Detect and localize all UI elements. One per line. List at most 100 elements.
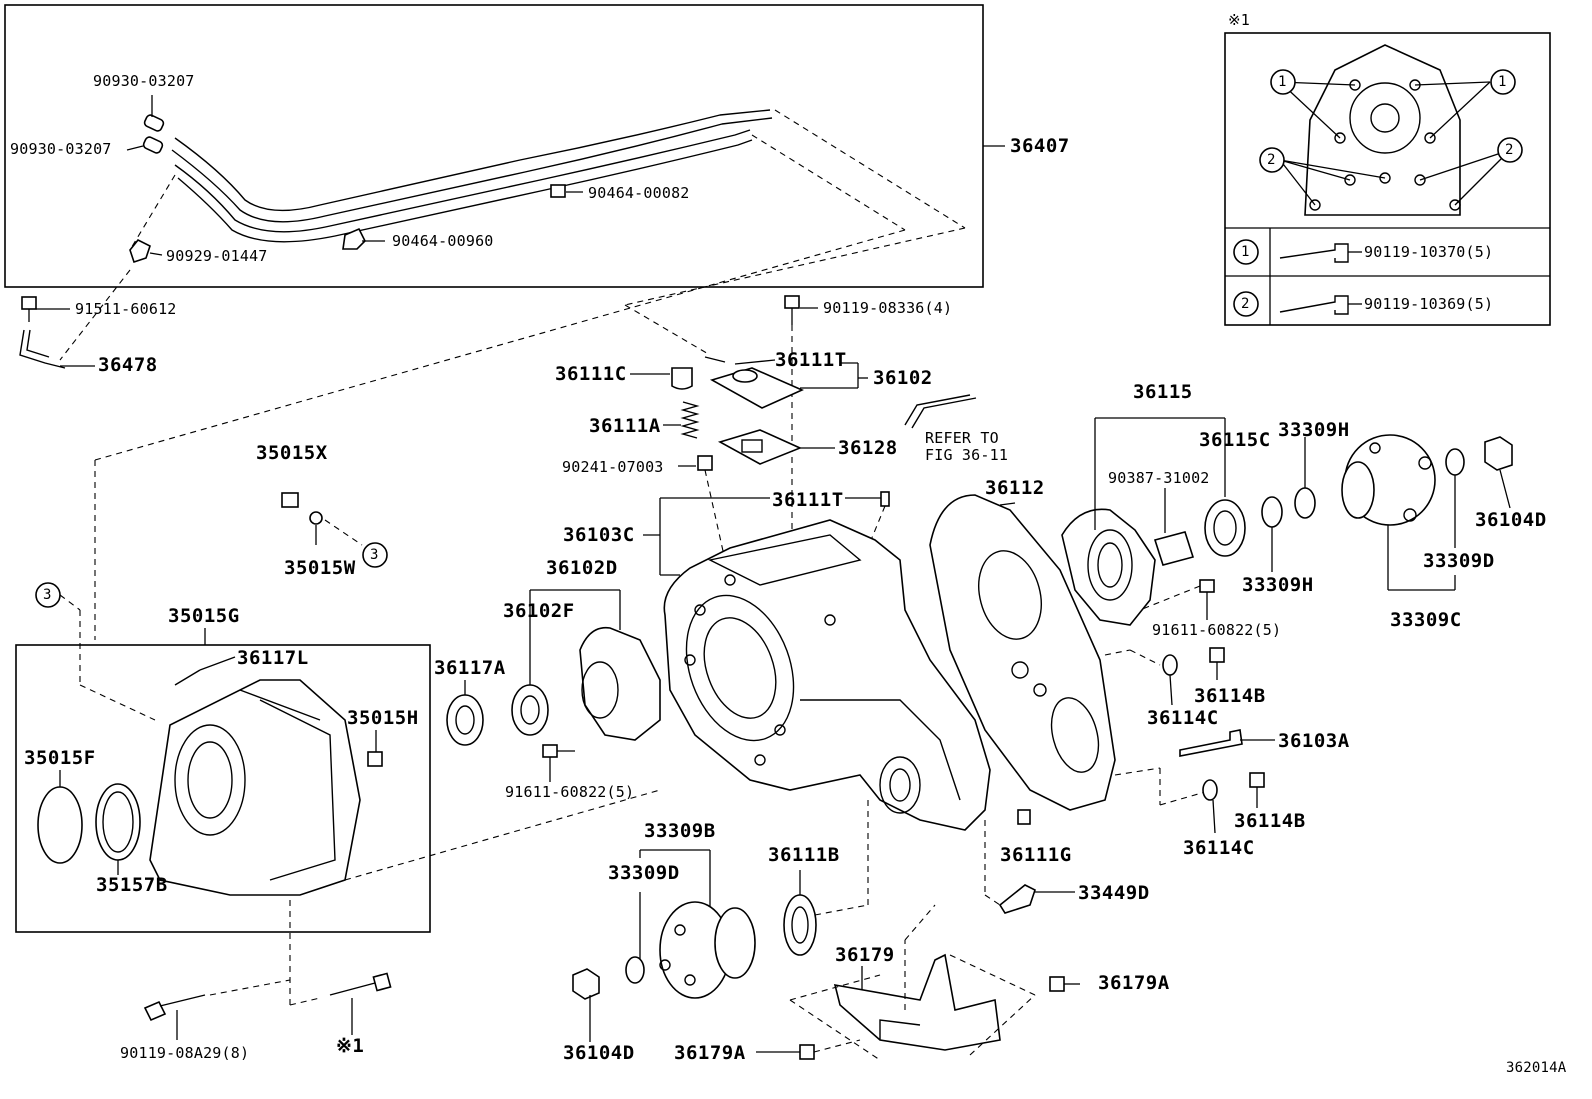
callout-circle	[1233, 239, 1259, 265]
part-label: 36112	[985, 477, 1045, 499]
part-label: 91511-60612	[75, 300, 177, 318]
seal	[1294, 487, 1316, 519]
part-label: 36117A	[434, 657, 506, 679]
part-label: 36114B	[1194, 685, 1266, 707]
bolt	[1199, 579, 1215, 593]
gasket	[717, 429, 803, 465]
part-label: 36111C	[555, 363, 627, 385]
transfer-case	[663, 519, 991, 831]
washer	[1202, 779, 1218, 801]
bolt	[799, 1044, 815, 1060]
inset-housing	[1304, 44, 1461, 216]
callout-circle	[1497, 137, 1523, 163]
seal	[1261, 496, 1283, 528]
gasket	[309, 511, 323, 525]
washer	[1162, 654, 1178, 676]
part-label: 90241-07003	[562, 458, 664, 476]
callout-circle	[1233, 291, 1259, 317]
callout-circle	[35, 582, 61, 608]
oil-seal	[511, 684, 549, 736]
part-label: 36102F	[503, 600, 575, 622]
part-label: 36179	[835, 944, 895, 966]
part-label: 35015X	[256, 442, 328, 464]
snap-ring	[37, 786, 83, 864]
dowel-pin	[1017, 809, 1031, 825]
part-label: 36111G	[1000, 844, 1072, 866]
inset-part: 90119-10370(5)	[1364, 243, 1494, 261]
hose-fitting	[142, 114, 165, 154]
part-label: 33309H	[1278, 419, 1350, 441]
inset-row-num: 2	[1241, 296, 1250, 312]
adapter-group-frame	[15, 644, 431, 933]
callout-circle	[1490, 69, 1516, 95]
inset-title: ※1	[1228, 11, 1250, 29]
inset-part: 90119-10369(5)	[1364, 295, 1494, 313]
adapter-housing	[149, 679, 361, 896]
clamp	[342, 227, 366, 250]
part-label: 35015W	[284, 557, 356, 579]
part-label: 33309D	[608, 862, 680, 884]
part-label: 36102D	[546, 557, 618, 579]
bracket-33449D	[998, 884, 1036, 914]
bolt	[784, 295, 800, 309]
oil-seal	[783, 894, 817, 956]
part-label: 90930-03207	[93, 72, 195, 90]
part-label: 36478	[98, 354, 158, 376]
pin-36117L	[174, 669, 201, 686]
clip	[129, 238, 151, 264]
sleeve	[1153, 531, 1195, 566]
bolt	[1049, 976, 1065, 992]
drain-plug	[697, 455, 713, 471]
clamp	[550, 184, 566, 198]
part-label: 33309C	[1390, 609, 1462, 631]
part-label: 36102	[873, 367, 933, 389]
part-label: 36117L	[237, 647, 309, 669]
inset-bolt-1	[1279, 243, 1349, 263]
plug	[671, 367, 693, 390]
breather-pipe	[904, 394, 971, 426]
bracket-36478	[19, 296, 66, 369]
spring	[680, 401, 700, 439]
part-label: 90119-08A29(8)	[120, 1044, 250, 1062]
nut	[572, 968, 600, 1000]
nut	[1249, 772, 1265, 788]
stud-bolt	[1179, 729, 1243, 757]
part-label: 36111A	[589, 415, 661, 437]
callout-number: 2	[1505, 142, 1514, 158]
part-label: 90930-03207	[10, 140, 112, 158]
bearing	[1204, 499, 1246, 557]
callout-number: 1	[1498, 74, 1507, 90]
part-label: 33309B	[644, 820, 716, 842]
extension-housing	[1061, 508, 1156, 626]
callout-circle	[362, 542, 388, 568]
bolt	[542, 744, 558, 758]
inset-frame	[1224, 32, 1551, 326]
part-label: 90119-08336(4)	[823, 299, 953, 317]
front-bearing-retainer	[579, 626, 661, 741]
part-label: 90464-00960	[392, 232, 494, 250]
callout-circle	[1270, 69, 1296, 95]
part-label: 35015F	[24, 747, 96, 769]
inset-row-num: 1	[1241, 244, 1250, 260]
companion-flange	[1341, 434, 1436, 526]
bolt-star1	[329, 982, 376, 996]
part-label: 33449D	[1078, 882, 1150, 904]
washer	[1445, 448, 1465, 476]
case-plate	[929, 494, 1116, 811]
bearing	[446, 694, 484, 746]
part-label: 36104D	[563, 1042, 635, 1064]
callout-number: 3	[370, 547, 379, 563]
callout-number: 2	[1267, 152, 1276, 168]
dowel-pin	[367, 751, 383, 767]
part-label: 36104D	[1475, 509, 1547, 531]
part-label: 36179A	[1098, 972, 1170, 994]
part-label: ※1	[336, 1035, 365, 1057]
callout-number: 3	[43, 587, 52, 603]
part-label: 91611-60822(5)	[505, 783, 635, 801]
washer	[625, 956, 645, 984]
inset-bolt-2	[1279, 295, 1349, 315]
reference-note: FIG 36-11	[925, 446, 1009, 464]
callout-circle	[1259, 147, 1285, 173]
